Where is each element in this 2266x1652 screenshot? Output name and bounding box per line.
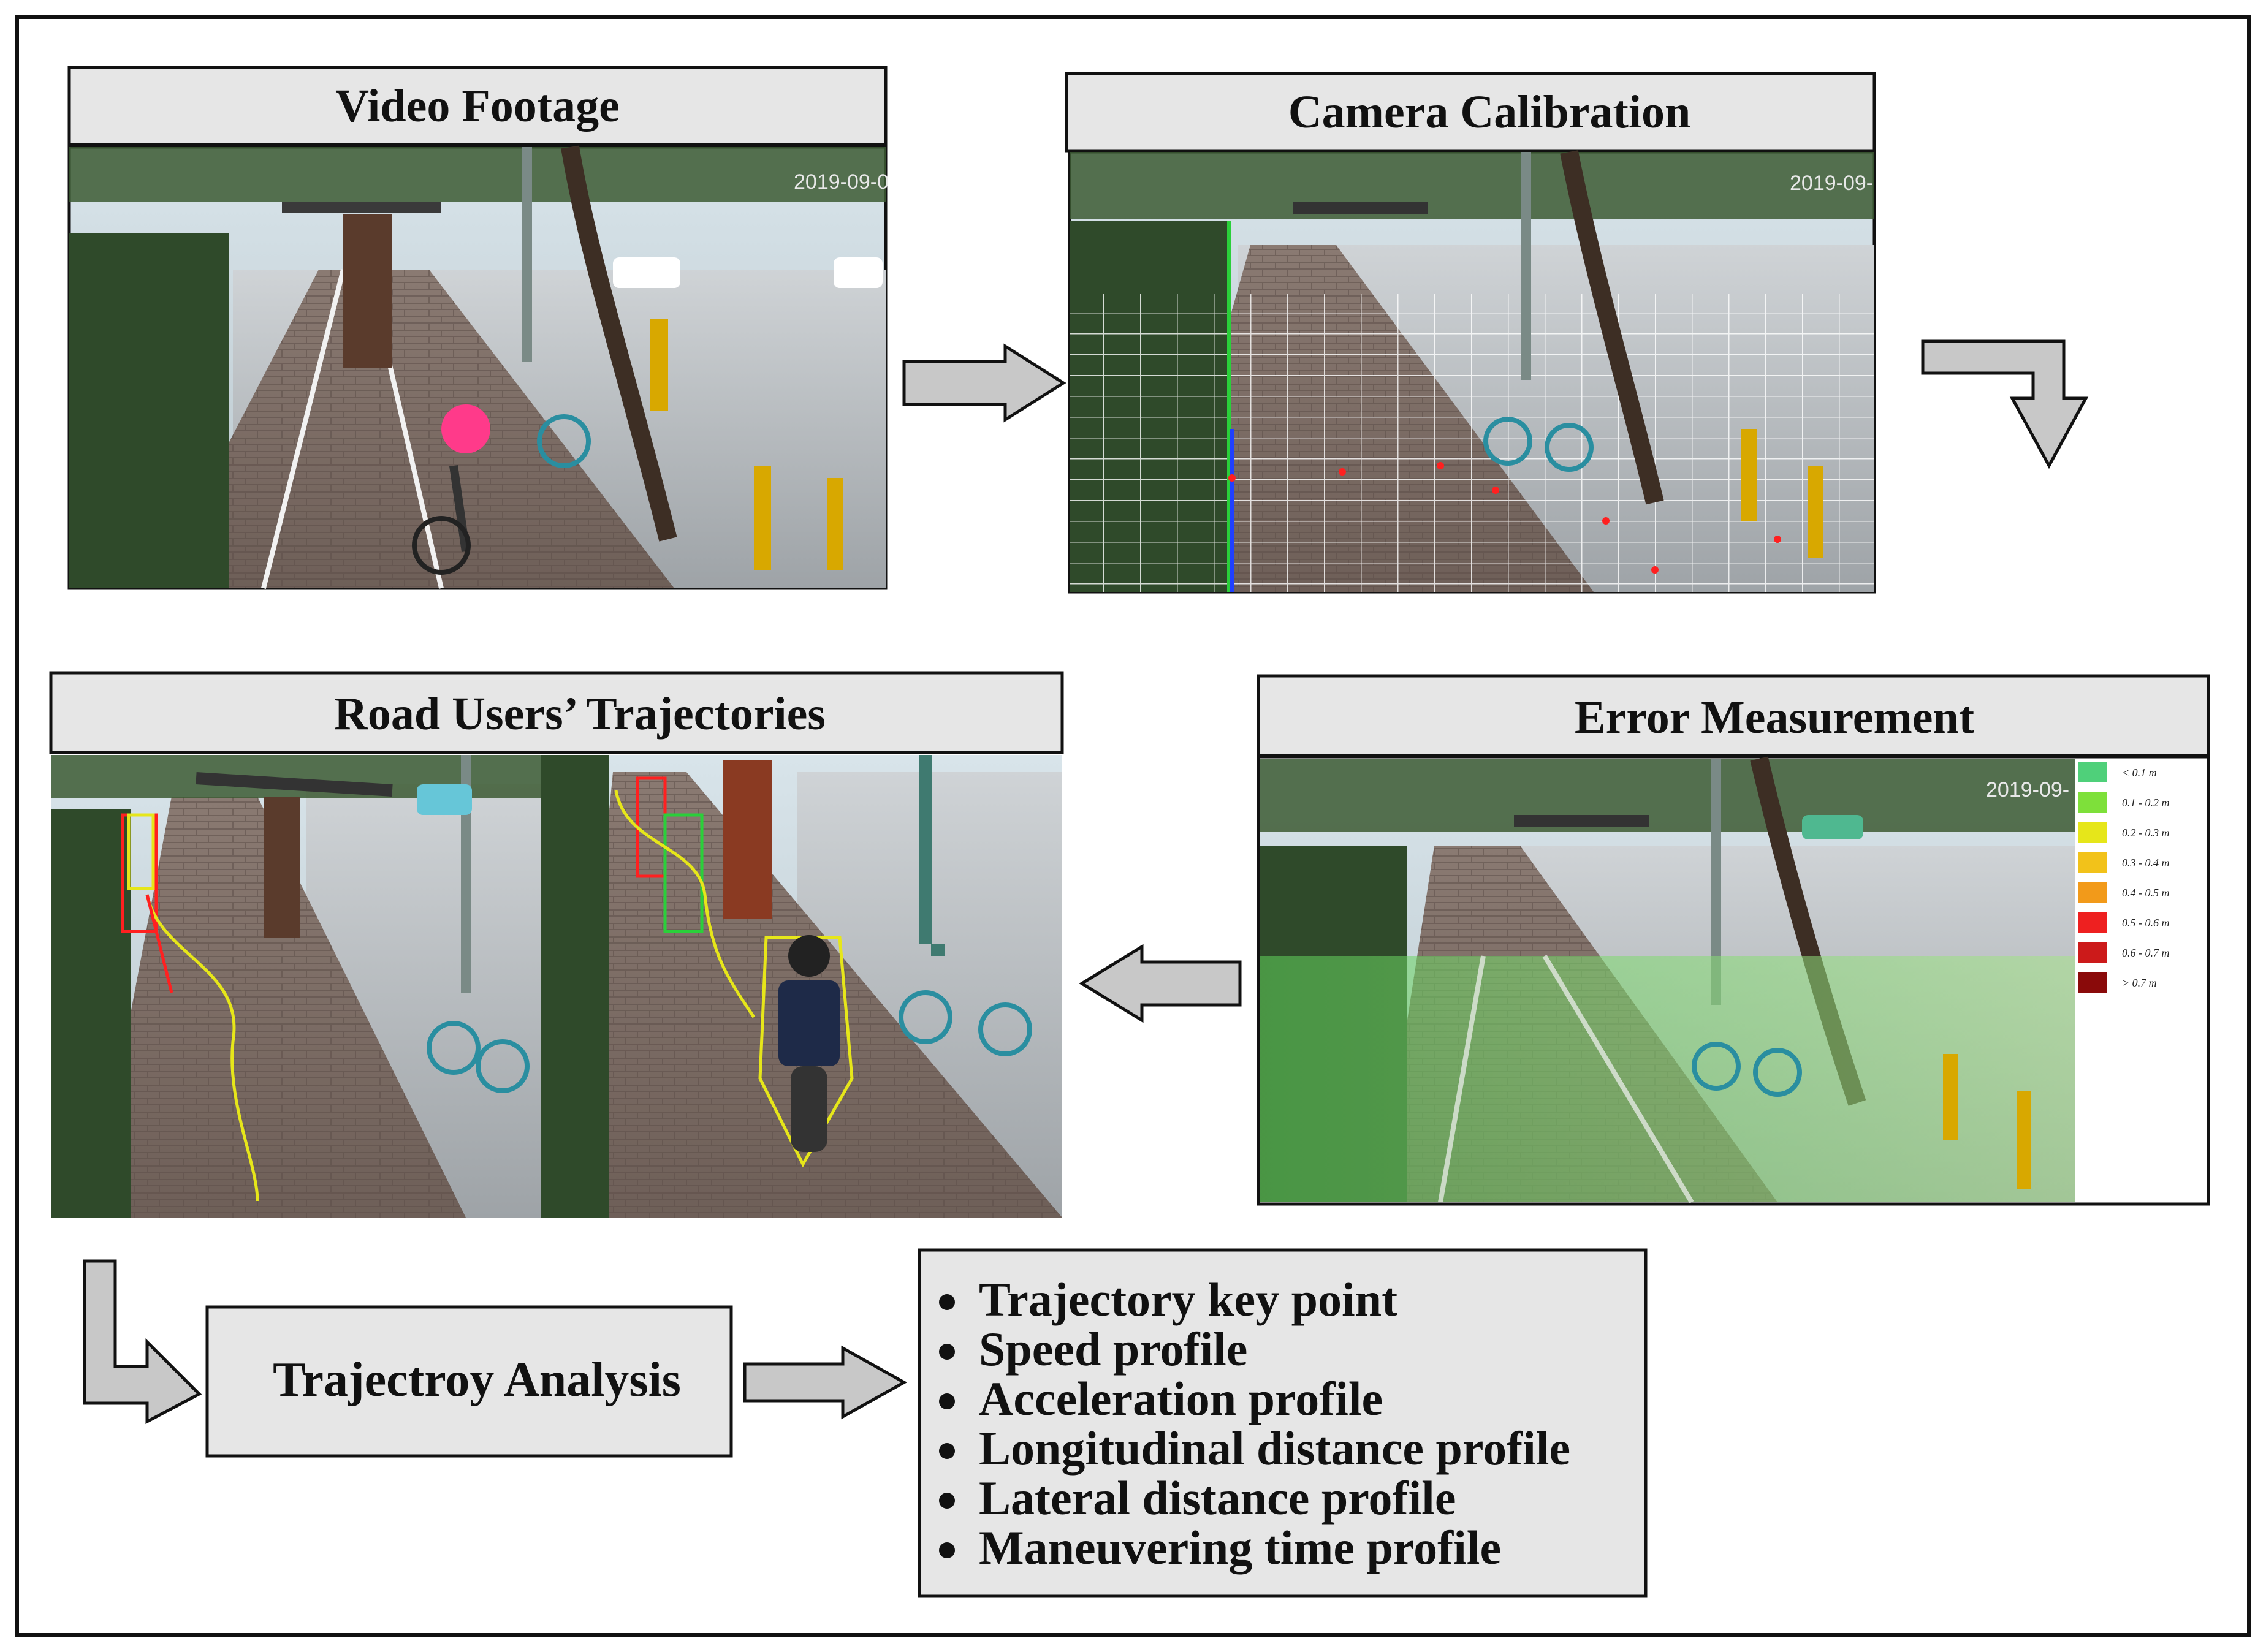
legend-swatch [2078,972,2107,993]
output-item: Speed profile [979,1322,1247,1376]
error-measurement-timestamp: 2019-09- [1986,778,2069,801]
arrow-calibration-to-error [1921,339,2089,469]
video-footage-image: 2019-09-0 [67,145,889,590]
road-users-trajectories-title: Road Users’ Trajectories [334,688,826,740]
output-item: Trajectory key point [979,1273,1397,1326]
bullet-dot [939,1294,955,1310]
video-footage-title-bar [67,66,888,146]
legend-label: 0.2 - 0.3 m [2122,827,2170,839]
error-measurement-title-bar [1257,674,2210,757]
legend-label: 0.4 - 0.5 m [2122,887,2170,899]
output-item: Longitudinal distance profile [979,1422,1570,1475]
trajectory-analysis-box: Trajectroy Analysis [205,1305,733,1458]
error-measurement-panel: Error Measurement 2019-09- < 0.1 m 0.1 - … [1257,674,2210,1206]
legend-swatch [2078,822,2107,843]
legend-label: < 0.1 m [2122,767,2157,779]
road-users-trajectories-panel: Road Users’ Trajectories [49,671,1064,1218]
camera-calibration-title-bar [1065,72,1876,153]
road-users-trajectories-title-bar [49,671,1064,754]
video-footage-title: Video Footage [335,80,620,132]
road-users-trajectories-image-right [541,755,1062,1218]
trajectory-analysis-label: Trajectroy Analysis [273,1353,681,1407]
legend-label: 0.1 - 0.2 m [2122,797,2170,809]
camera-calibration-timestamp: 2019-09- [1790,172,1873,195]
arrow-trajectories-to-analysis [83,1259,202,1425]
error-legend: < 0.1 m 0.1 - 0.2 m 0.2 - 0.3 m 0.3 - 0.4 m… [2078,762,2170,993]
output-item: Acceleration profile [979,1372,1383,1425]
arrow-video-to-calibration [902,343,1066,423]
bullet-dot [939,1393,955,1409]
legend-label: 0.6 - 0.7 m [2122,947,2170,959]
legend-swatch [2078,942,2107,963]
bullet-dot [939,1344,955,1360]
output-item: Maneuvering time profile [979,1521,1501,1574]
bullet-dot [939,1542,955,1558]
legend-label: > 0.7 m [2122,977,2157,989]
legend-label: 0.3 - 0.4 m [2122,857,2170,869]
camera-calibration-image: 2019-09- [1068,150,1876,594]
output-item: Lateral distance profile [979,1471,1456,1525]
video-footage-panel: Video Footage 2019-09-0 [67,66,889,590]
legend-label: 0.5 - 0.6 m [2122,917,2170,929]
legend-swatch [2078,762,2107,782]
camera-calibration-title: Camera Calibration [1288,86,1690,138]
legend-swatch [2078,852,2107,873]
arrow-error-to-trajectories [1079,944,1242,1023]
error-measurement-title: Error Measurement [1575,692,1974,743]
legend-swatch [2078,912,2107,933]
arrow-analysis-to-outputs [743,1345,908,1420]
bullet-dot [939,1443,955,1459]
bullet-dot [939,1493,955,1509]
legend-swatch [2078,792,2107,813]
camera-calibration-panel: Camera Calibration 2019-09- [1065,72,1876,594]
error-measurement-image: 2019-09- [1260,756,2075,1204]
video-footage-timestamp: 2019-09-0 [794,170,889,194]
legend-swatch [2078,882,2107,903]
road-users-trajectories-image-left [51,755,541,1218]
